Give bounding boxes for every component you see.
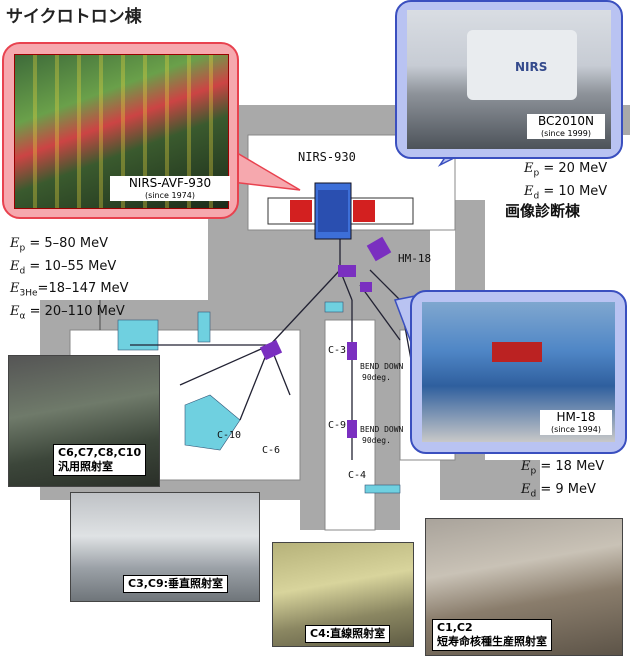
hm18-caption: HM-18 (since 1994) — [540, 410, 612, 435]
bc-energy-list: Ep = 20 MeV Ed = 10 MeV — [524, 160, 607, 205]
short-lived-room-caption-line2: 短寿命核種生産照射室 — [437, 635, 547, 648]
linear-room-caption: C4:直線照射室 — [305, 625, 391, 643]
avf930-caption: NIRS-AVF-930 (since 1974) — [110, 176, 230, 201]
vertical-room-photo: C3,C9:垂直照射室 — [70, 492, 260, 602]
hm18-callout: HM-18 (since 1994) — [410, 290, 627, 454]
hm-energy-p: Ep = 18 MeV — [521, 459, 605, 477]
avf930-since: (since 1974) — [145, 190, 195, 200]
hm-energy-list: Ep = 18 MeV Ed = 9 MeV — [521, 458, 604, 503]
avf-energy-d: Ed = 10–55 MeV — [10, 258, 117, 277]
bc2010n-name: BC2010N — [538, 114, 594, 128]
bend-deg-label-1: 90deg. — [362, 373, 391, 382]
avf-energy-3he: E3He=18–147 MeV — [10, 281, 129, 299]
hm18-name: HM-18 — [556, 410, 596, 424]
nirs930-label: NIRS-930 — [298, 150, 356, 164]
bc-energy-p: Ep = 20 MeV — [524, 161, 608, 179]
general-room-photo: C6,C7,C8,C10 汎用照射室 — [8, 355, 160, 487]
building-title: サイクロトロン棟 — [6, 7, 142, 27]
bend-down-label-2: BEND DOWN — [360, 425, 404, 434]
magnets — [259, 236, 392, 438]
hm18-plan-label: HM-18 — [398, 252, 432, 265]
bend-deg-label-2: 90deg. — [362, 436, 391, 445]
avf-energy-p: Ep = 5–80 MeV — [10, 236, 108, 254]
bc-energy-d: Ed = 10 MeV — [524, 183, 608, 202]
bc2010n-since: (since 1999) — [541, 128, 591, 138]
avf-energy-list: Ep = 5–80 MeV Ed = 10–55 MeV E3He=18–147… — [10, 235, 129, 325]
linear-room-photo: C4:直線照射室 — [272, 542, 414, 647]
c9-label: C-9 — [328, 420, 347, 431]
c6-label: C-6 — [262, 445, 281, 456]
vertical-room-caption: C3,C9:垂直照射室 — [123, 575, 229, 593]
imaging-building-label: 画像診断棟 — [505, 202, 581, 220]
short-lived-room-caption-line1: C1,C2 — [437, 621, 473, 634]
nirs-logo: NIRS — [515, 60, 548, 74]
short-lived-room-caption: C1,C2 短寿命核種生産照射室 — [432, 619, 552, 651]
general-room-caption: C6,C7,C8,C10 汎用照射室 — [53, 444, 147, 476]
c4-label: C-4 — [348, 470, 367, 481]
hm18-since: (since 1994) — [551, 424, 601, 434]
avf930-callout: NIRS-AVF-930 (since 1974) — [2, 42, 239, 219]
general-room-caption-line1: C6,C7,C8,C10 — [58, 446, 142, 459]
bend-down-label-1: BEND DOWN — [360, 362, 404, 371]
avf930-photo — [14, 54, 229, 209]
avf-energy-alpha: Eα = 20–110 MeV — [10, 303, 125, 322]
general-room-caption-line2: 汎用照射室 — [58, 460, 113, 473]
c10-label: C-10 — [217, 430, 242, 441]
bc2010n-callout: NIRS BC2010N (since 1999) — [395, 0, 623, 159]
hm-energy-d: Ed = 9 MeV — [521, 481, 596, 500]
c3-label: C-3 — [328, 345, 347, 356]
cyclotron-nirs930 — [267, 182, 414, 240]
avf930-name: NIRS-AVF-930 — [128, 176, 212, 190]
short-lived-room-photo: C1,C2 短寿命核種生産照射室 — [425, 518, 623, 656]
bc2010n-caption: BC2010N (since 1999) — [527, 114, 605, 139]
